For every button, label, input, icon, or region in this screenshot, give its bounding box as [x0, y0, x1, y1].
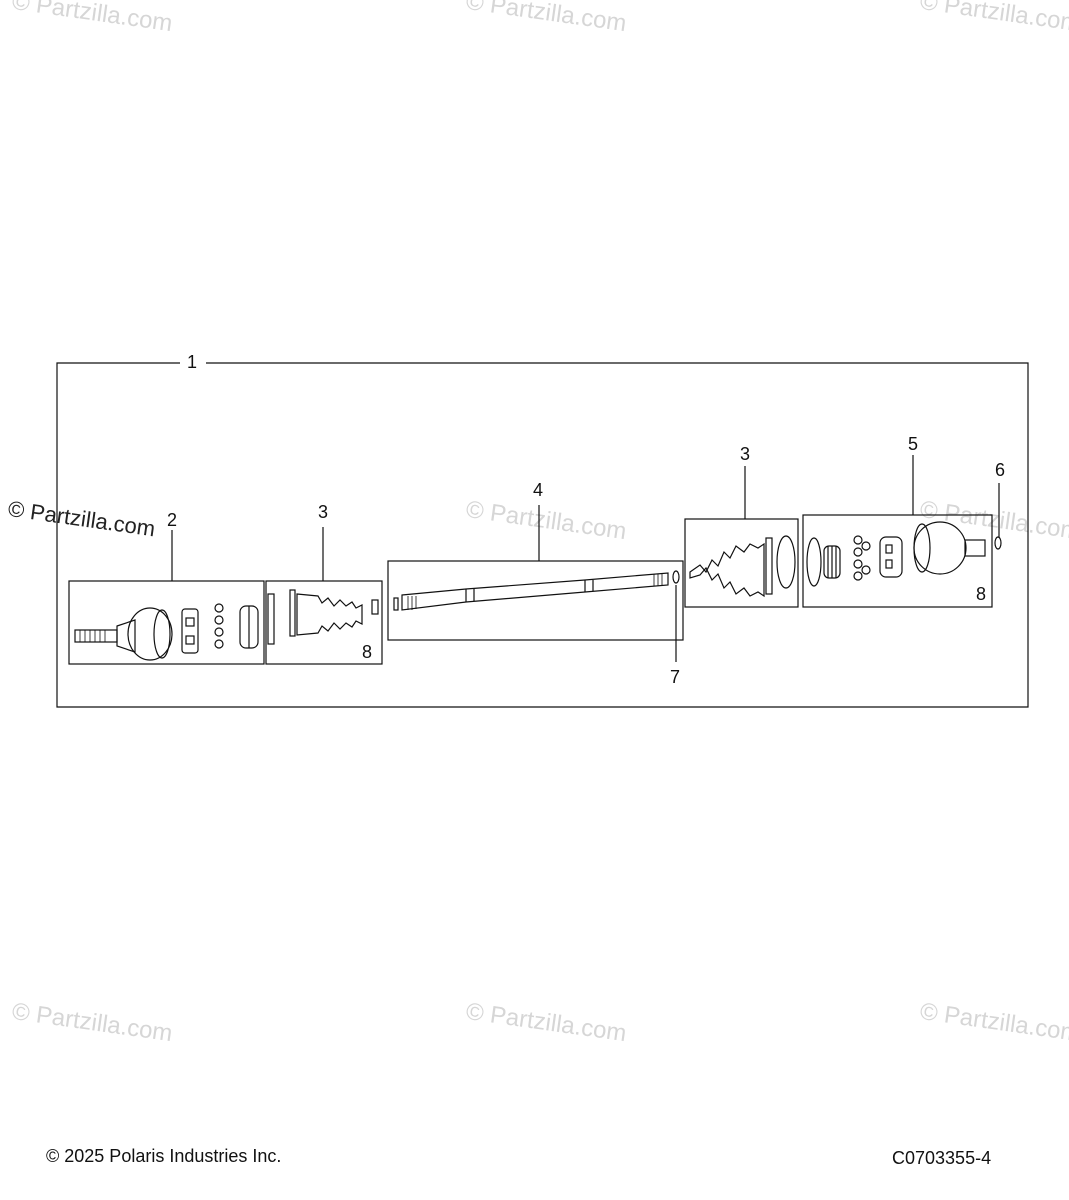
callout-8-right: 8: [976, 584, 987, 604]
box-cv-joint-outer: [68, 580, 265, 665]
assembly-frame: [56, 362, 1029, 708]
callout-2: 2: [167, 510, 178, 530]
spline-lines: [79, 630, 106, 642]
callout-3-left: 3: [318, 502, 329, 522]
cv-boot-right: [689, 542, 765, 598]
clamp: [267, 593, 275, 645]
cv-boot: [296, 593, 363, 636]
cv-housing: [127, 607, 173, 661]
snap-ring: [994, 536, 1002, 550]
circlip: [672, 570, 680, 584]
shaft-splines: [407, 573, 663, 610]
ball: [214, 603, 224, 613]
callout-8-left: 8: [362, 642, 373, 662]
cv-neck: [116, 619, 136, 653]
copyright-text: © 2025 Polaris Industries Inc.: [46, 1146, 282, 1166]
cage-right: [879, 536, 903, 578]
cv-housing-right: [913, 521, 967, 575]
axle-shaft: [401, 572, 669, 611]
box-boot-kit-left: [265, 580, 383, 665]
callout-7: 7: [670, 667, 681, 687]
callout-3-right: 3: [740, 444, 751, 464]
diagram-code: C0703355-4: [892, 1148, 992, 1168]
box-boot-kit-right: [684, 518, 799, 608]
callout-4: 4: [533, 480, 544, 500]
callout-5: 5: [908, 434, 919, 454]
box-cv-joint-inner: [802, 514, 993, 608]
cage: [181, 608, 199, 654]
box-shaft: [387, 560, 684, 641]
callout-1: 1: [187, 352, 198, 372]
seal-ring: [776, 535, 796, 589]
callout-6: 6: [995, 460, 1006, 480]
